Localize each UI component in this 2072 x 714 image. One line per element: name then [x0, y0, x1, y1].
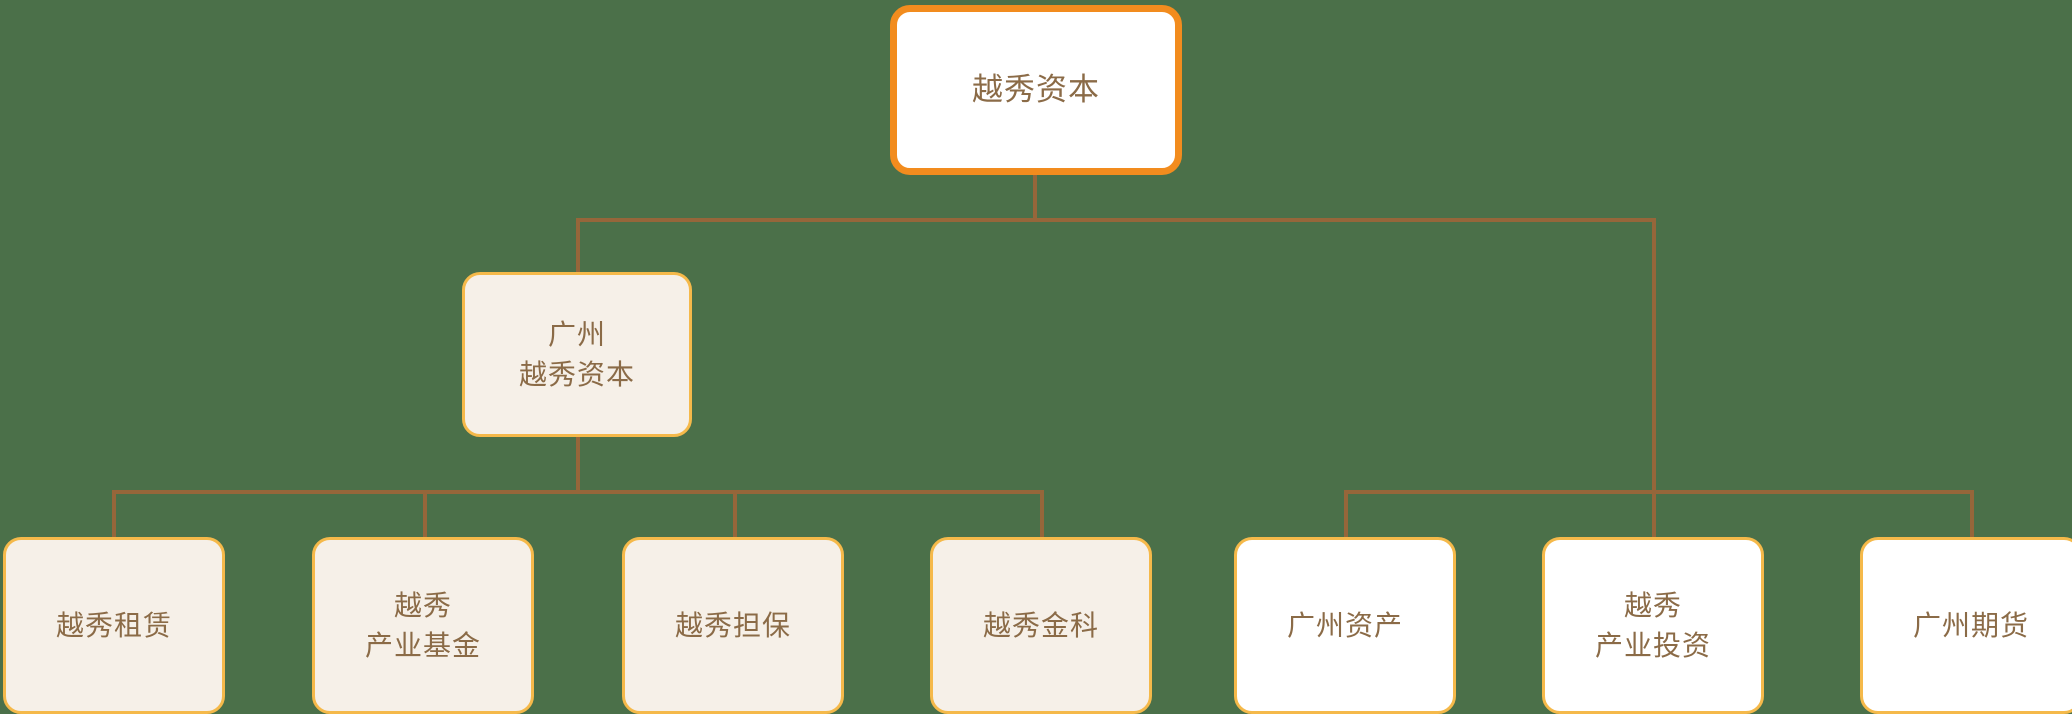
connector-right-drop-3: [1970, 490, 1974, 538]
connector-right-branch-drop: [1652, 218, 1656, 494]
node-yuexiu-leasing[interactable]: 越秀租赁: [3, 537, 225, 714]
connector-level2-drop: [576, 218, 580, 274]
connector-left-bus: [112, 490, 1044, 494]
connector-top-bus: [576, 218, 1656, 222]
connector-left-drop-3: [733, 490, 737, 538]
connector-left-drop-4: [1040, 490, 1044, 538]
connector-left-drop-2: [423, 490, 427, 538]
node-yuexiu-guarantee[interactable]: 越秀担保: [622, 537, 844, 714]
connector-root-stem: [1033, 175, 1037, 220]
node-guangzhou-yuexiu-capital[interactable]: 广州 越秀资本: [462, 272, 692, 437]
node-yuexiu-fintech[interactable]: 越秀金科: [930, 537, 1152, 714]
connector-right-drop-2: [1652, 490, 1656, 538]
node-yuexiu-industry-fund[interactable]: 越秀 产业基金: [312, 537, 534, 714]
connector-right-bus: [1344, 490, 1972, 494]
node-guangzhou-futures[interactable]: 广州期货: [1860, 537, 2072, 714]
node-root-yuexiu-capital[interactable]: 越秀资本: [890, 5, 1182, 175]
connector-left-drop-1: [112, 490, 116, 538]
node-yuexiu-industrial-investment[interactable]: 越秀 产业投资: [1542, 537, 1764, 714]
node-guangzhou-assets[interactable]: 广州资产: [1234, 537, 1456, 714]
connector-level2-stem: [576, 437, 580, 494]
connector-right-drop-1: [1344, 490, 1348, 538]
